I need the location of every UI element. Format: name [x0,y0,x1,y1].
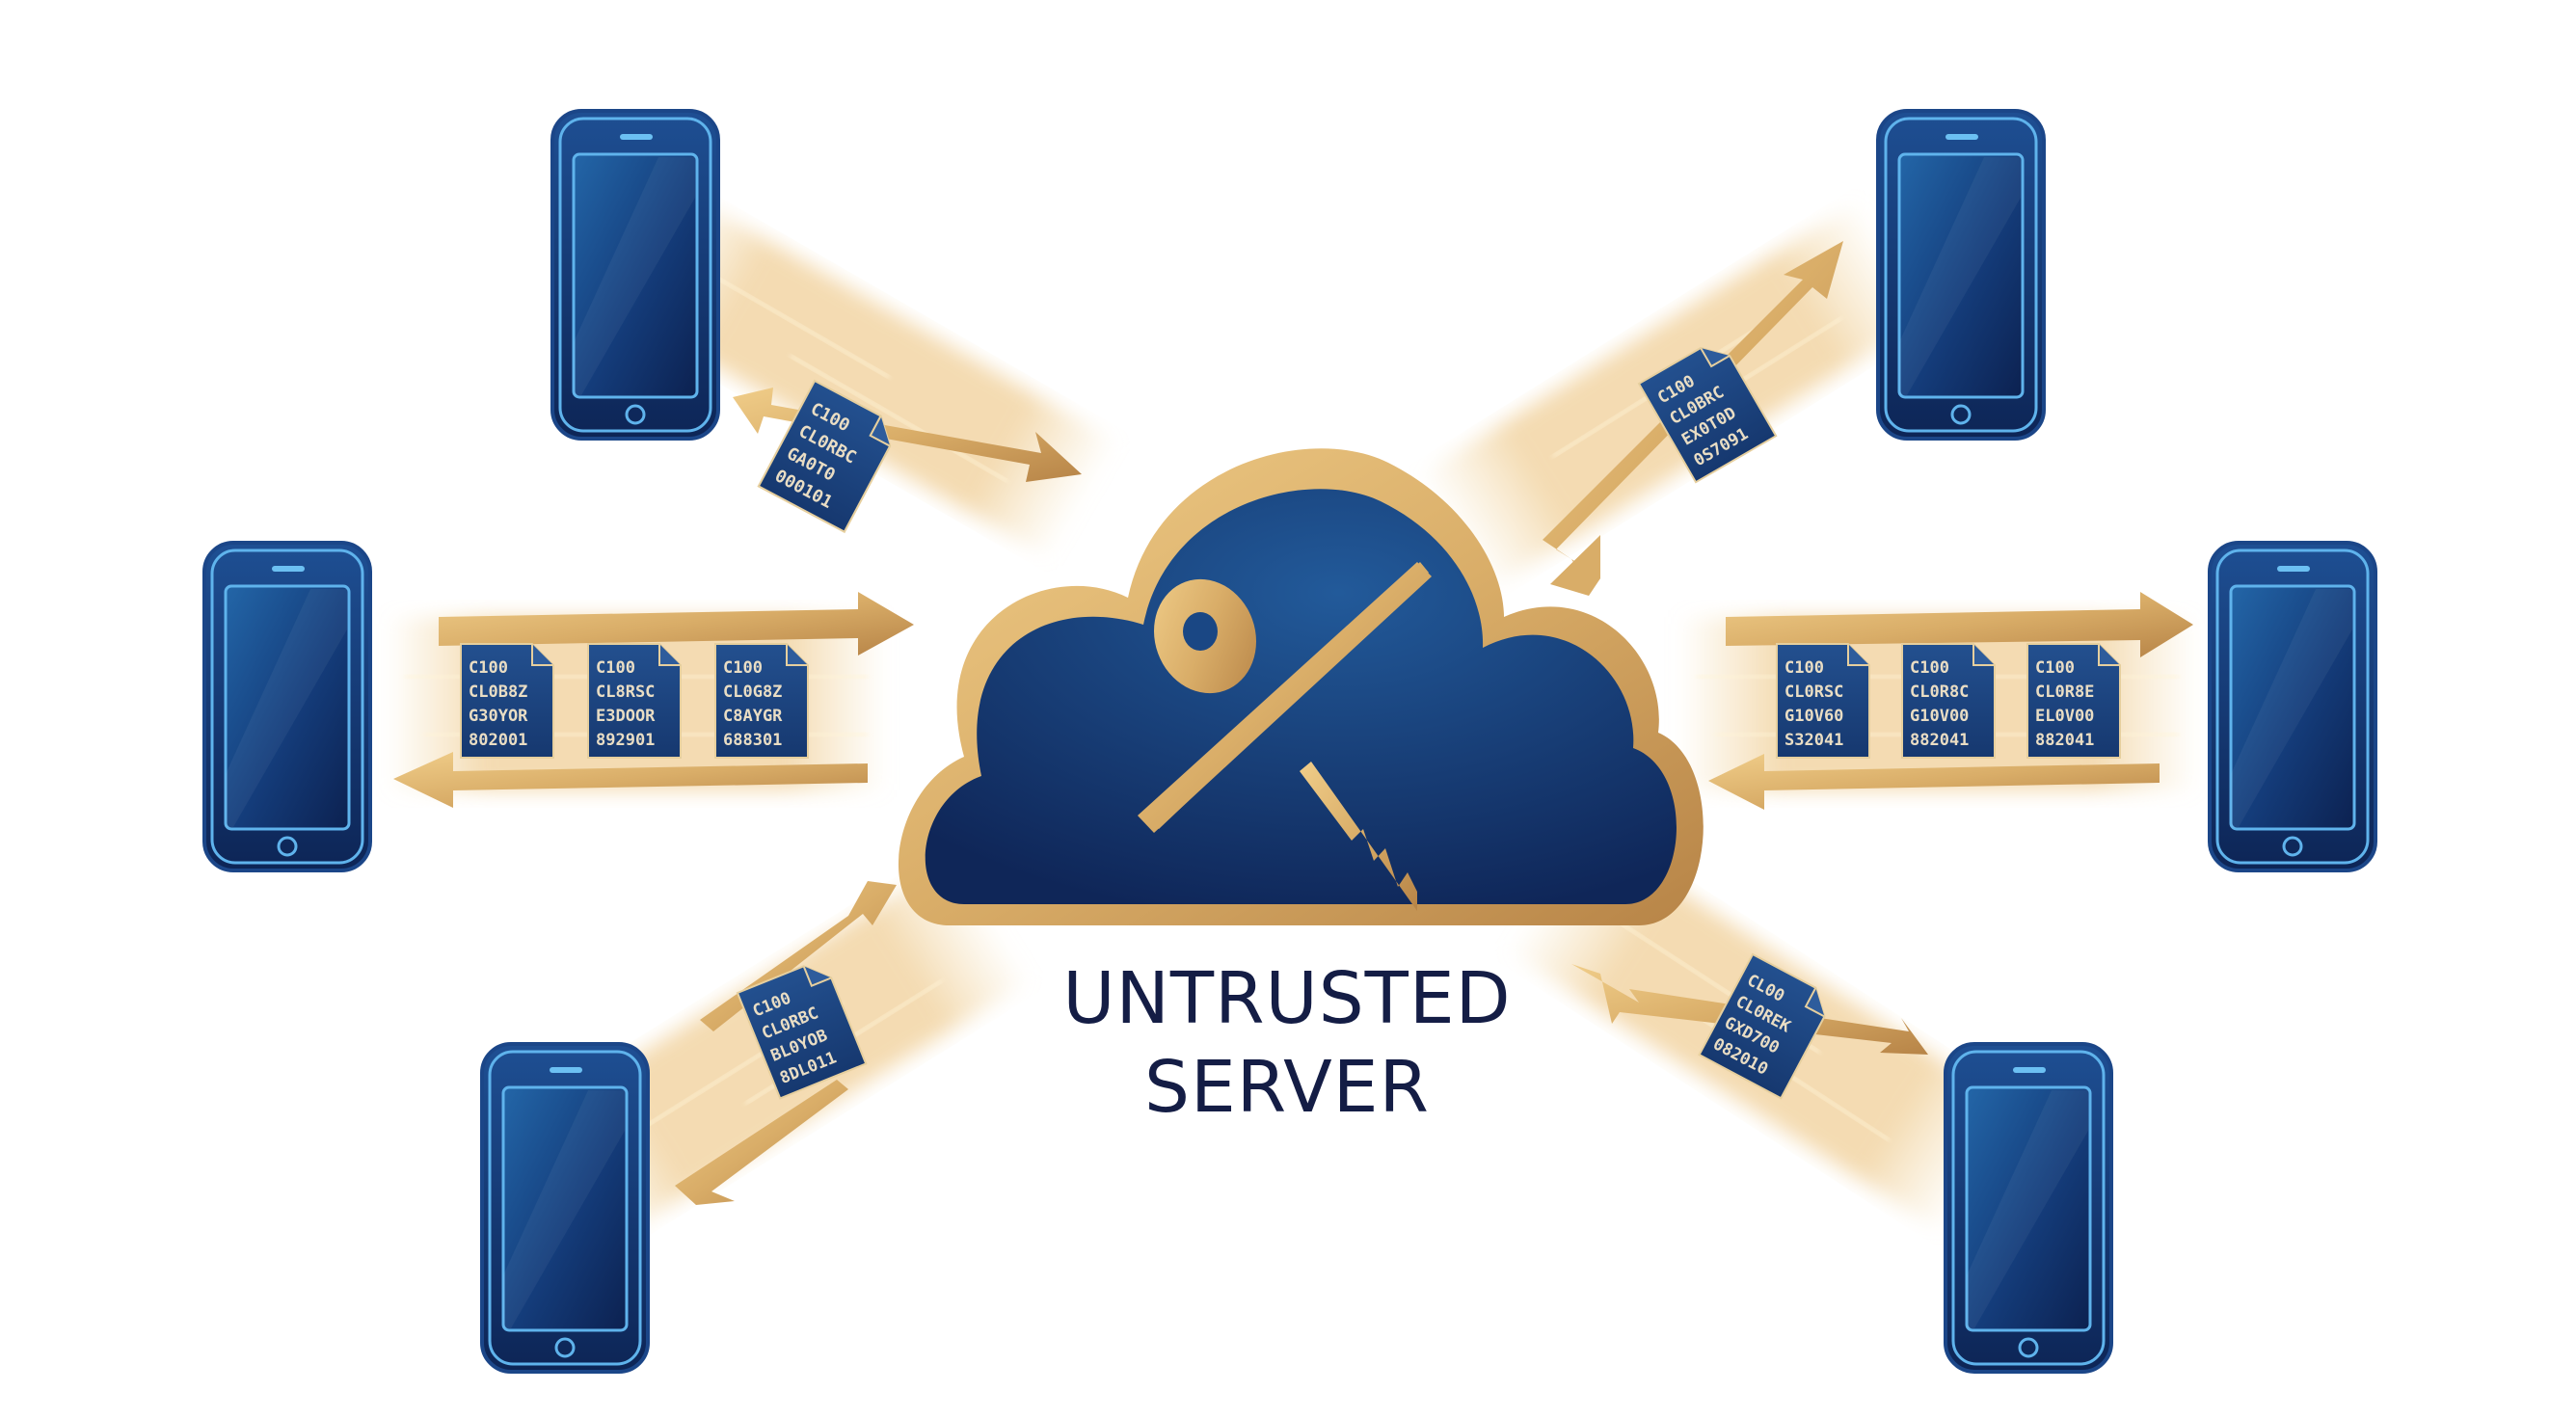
arrow-mid-left [393,592,914,808]
encrypted-doc-bottom-right: CL00 CL0REK GXD700 082010 [1698,953,1836,1100]
arrow-mid-right [1708,592,2193,810]
svg-text:G10V60: G10V60 [1784,707,1843,726]
cloud-icon [898,448,1704,925]
svg-text:C100: C100 [596,658,635,678]
key-crossed-out-icon [1138,562,1432,911]
encrypted-doc-mid-right-3: C100 CL0R8E EL0V00 882041 [2026,643,2121,759]
svg-text:C100: C100 [723,658,763,678]
svg-text:E3DOOR: E3DOOR [596,707,656,726]
svg-text:CL0G8Z: CL0G8Z [723,682,782,702]
svg-text:892901: 892901 [596,731,655,750]
svg-text:C100: C100 [2035,658,2075,678]
svg-text:C100: C100 [1784,658,1824,678]
svg-text:802001: 802001 [469,731,527,750]
phone-bottom-right[interactable] [1944,1042,2113,1374]
svg-text:882041: 882041 [2035,731,2094,750]
arrow-top-left [733,388,1082,482]
svg-text:688301: 688301 [723,731,782,750]
phone-top-right[interactable] [1876,109,2046,441]
phone-top-left[interactable] [550,109,720,441]
encrypted-doc-mid-left-1: C100 CL0B8Z G30YOR 802001 [460,643,554,759]
svg-text:C8AYGR: C8AYGR [723,707,783,726]
svg-text:G10V00: G10V00 [1910,707,1969,726]
server-label-line2: SERVER [1144,1046,1430,1129]
svg-text:CL0RSC: CL0RSC [1784,682,1843,702]
svg-text:CL0B8Z: CL0B8Z [469,682,527,702]
phone-bottom-left[interactable] [480,1042,650,1374]
svg-text:EL0V00: EL0V00 [2035,707,2094,726]
svg-text:C100: C100 [469,658,508,678]
svg-text:882041: 882041 [1910,731,1969,750]
encrypted-doc-mid-left-2: C100 CL8RSC E3DOOR 892901 [587,643,682,759]
server-label-line1: UNTRUSTED [1062,957,1512,1040]
svg-text:G30YOR: G30YOR [469,707,528,726]
encrypted-doc-mid-right-1: C100 CL0RSC G10V60 S32041 [1776,643,1870,759]
encrypted-doc-top-left: C100 CL0RBC GA0T0 000101 [757,379,902,533]
svg-text:CL0R8E: CL0R8E [2035,682,2094,702]
svg-text:S32041: S32041 [1784,731,1843,750]
encrypted-doc-mid-left-3: C100 CL0G8Z C8AYGR 688301 [714,643,809,759]
svg-text:CL8RSC: CL8RSC [596,682,655,702]
svg-text:C100: C100 [1910,658,1949,678]
encrypted-doc-mid-right-2: C100 CL0R8C G10V00 882041 [1901,643,1996,759]
server-label: UNTRUSTED SERVER [901,954,1673,1132]
phone-mid-right[interactable] [2208,541,2377,872]
svg-text:CL0R8C: CL0R8C [1910,682,1969,702]
arrow-top-right [1543,241,1843,596]
phone-mid-left[interactable] [202,541,372,872]
